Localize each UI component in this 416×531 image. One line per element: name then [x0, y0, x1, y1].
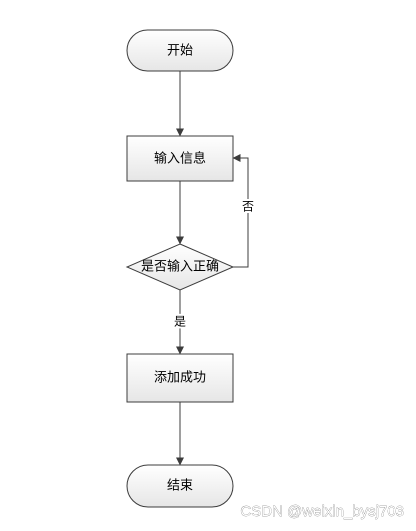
start-node: 开始 — [126, 29, 234, 72]
input-info-label: 输入信息 — [154, 151, 206, 167]
no-label: 否 — [242, 200, 254, 214]
csdn-watermark: CSDN @weixin_bysj703 — [240, 503, 404, 520]
end-node-label: 结束 — [167, 479, 193, 494]
start-node-label: 开始 — [167, 44, 193, 59]
decision-node: 是否输入正确 — [125, 243, 235, 291]
arrow-decision-no-loop — [232, 154, 249, 268]
add-success-node: 添加成功 — [126, 353, 234, 403]
input-info-node: 输入信息 — [126, 135, 234, 182]
yes-label: 是 — [174, 315, 186, 329]
end-node: 结束 — [126, 464, 234, 508]
decision-label: 是否输入正确 — [141, 259, 219, 275]
add-success-label: 添加成功 — [154, 371, 206, 386]
